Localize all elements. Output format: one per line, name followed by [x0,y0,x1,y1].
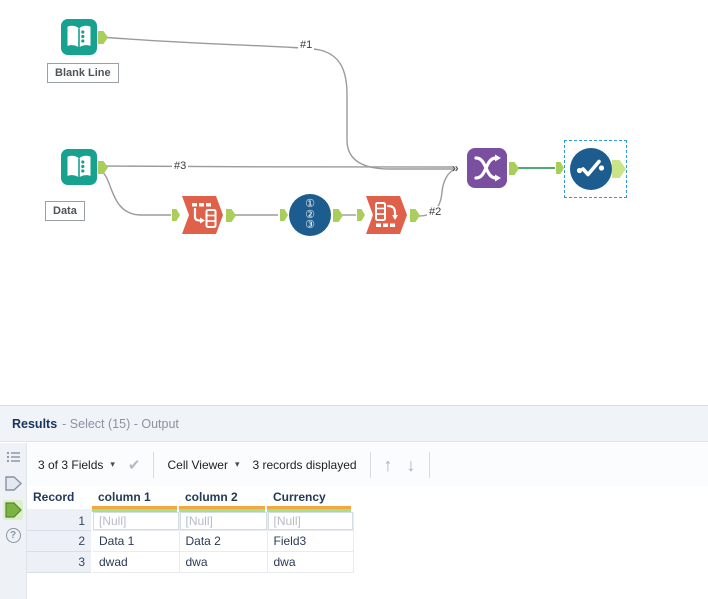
cell-viewer-dropdown[interactable]: Cell Viewer ▾ [167,458,239,472]
table-cell[interactable]: [Null] [179,509,268,531]
selection-box [564,140,627,198]
workflow-connections [100,36,555,217]
connection-blankline-union[interactable] [100,36,454,170]
toolbar-separator [369,451,371,478]
data-quality-bar [267,505,351,512]
tool-cross-tab[interactable] [366,196,408,239]
help-icon[interactable]: ? [5,528,21,543]
data-quality-bar [179,505,265,512]
table-cell[interactable]: [Null] [267,509,354,531]
chevron-down-icon: ▾ [110,459,115,469]
table-cell[interactable]: Data 2 [179,530,268,552]
record-number-cell[interactable]: 1 [27,509,93,531]
results-toolbar: 3 of 3 Fields ▾ ✔ Cell Viewer ▾ 3 record… [27,443,708,486]
record-number-cell[interactable]: 2 [27,530,93,552]
results-data-grid: Record column 1 column 2 Currency 1 [Nul… [27,487,354,573]
record-number-cell[interactable]: 3 [27,551,93,573]
cell-viewer-label: Cell Viewer [167,457,228,472]
fields-dropdown-label: 3 of 3 Fields [38,457,104,472]
results-subtitle: - Select (15) - Output [62,416,179,431]
chevron-down-icon: ▾ [234,459,240,469]
table-cell[interactable]: Field3 [267,530,354,552]
output-anchor-view-icon-active[interactable] [3,500,23,520]
column-header-currency[interactable]: Currency [267,487,353,512]
input-anchor[interactable] [172,209,180,221]
tool-input-data-blank-line[interactable] [61,19,97,60]
tool-select[interactable] [570,148,612,190]
column-header-column1[interactable]: column 1 [92,487,179,512]
output-anchor[interactable] [509,162,519,175]
output-anchor[interactable] [612,160,626,178]
table-cell[interactable]: dwa [267,551,354,573]
connection-label-3: #3 [172,160,189,172]
input-anchor[interactable] [556,162,564,174]
input-anchor-view-icon[interactable] [4,474,22,492]
input-anchor[interactable] [357,209,365,221]
connection-label-2: #2 [427,206,444,218]
input-data-icon [61,19,97,55]
table-cell[interactable]: dwa [179,551,268,573]
tool-transpose[interactable] [182,196,224,239]
table-cell[interactable]: Data 1 [92,530,180,552]
table-cell[interactable]: [Null] [92,509,180,531]
scroll-down-icon[interactable]: ↓ [406,454,416,475]
tool-label-data[interactable]: Data [45,201,85,221]
column-header-record[interactable]: Record [27,487,92,509]
metadata-list-icon[interactable] [4,448,22,466]
data-quality-bar [92,505,177,512]
column-header-column2[interactable]: column 2 [179,487,267,512]
table-cell[interactable]: dwad [92,551,180,573]
tool-label-blank-line[interactable]: Blank Line [47,63,119,83]
cross-tab-icon [366,196,407,234]
union-icon [467,148,507,188]
results-left-strip: ? [0,443,27,599]
table-header-row: Record column 1 column 2 Currency [27,487,353,512]
table-row: 2 Data 1 Data 2 Field3 [27,530,354,552]
output-anchor[interactable] [226,209,236,222]
tool-record-id[interactable]: ① ② ③ [289,194,331,236]
select-icon [576,159,605,177]
scroll-up-icon[interactable]: ↑ [383,454,393,475]
table-row: 3 dwad dwa dwa [27,551,354,573]
transpose-icon [182,196,223,234]
apply-check-icon[interactable]: ✔ [127,456,141,474]
tool-union[interactable] [467,148,507,193]
connection-data-transpose[interactable] [100,170,171,216]
output-anchor[interactable] [98,31,108,44]
tool-input-data-data[interactable] [61,149,97,190]
input-anchor[interactable] [280,209,288,221]
toolbar-separator [428,451,430,478]
workflow-canvas[interactable]: Blank Line Data ① [0,0,708,405]
results-title: Results [12,416,58,431]
fields-dropdown[interactable]: 3 of 3 Fields ▾ [38,458,115,472]
records-displayed-text: 3 records displayed [252,457,357,472]
multi-input-anchor[interactable]: » [452,161,459,175]
output-anchor[interactable] [410,209,420,222]
toolbar-separator [153,451,155,478]
input-data-icon [61,149,97,185]
connection-data-union[interactable] [100,165,455,168]
connection-label-1: #1 [298,39,315,51]
table-row: 1 [Null] [Null] [Null] [27,509,354,531]
results-header: Results - Select (15) - Output [0,405,708,442]
output-anchor[interactable] [98,161,108,174]
record-id-icon: ① ② ③ [305,198,315,232]
output-anchor[interactable] [333,209,343,222]
